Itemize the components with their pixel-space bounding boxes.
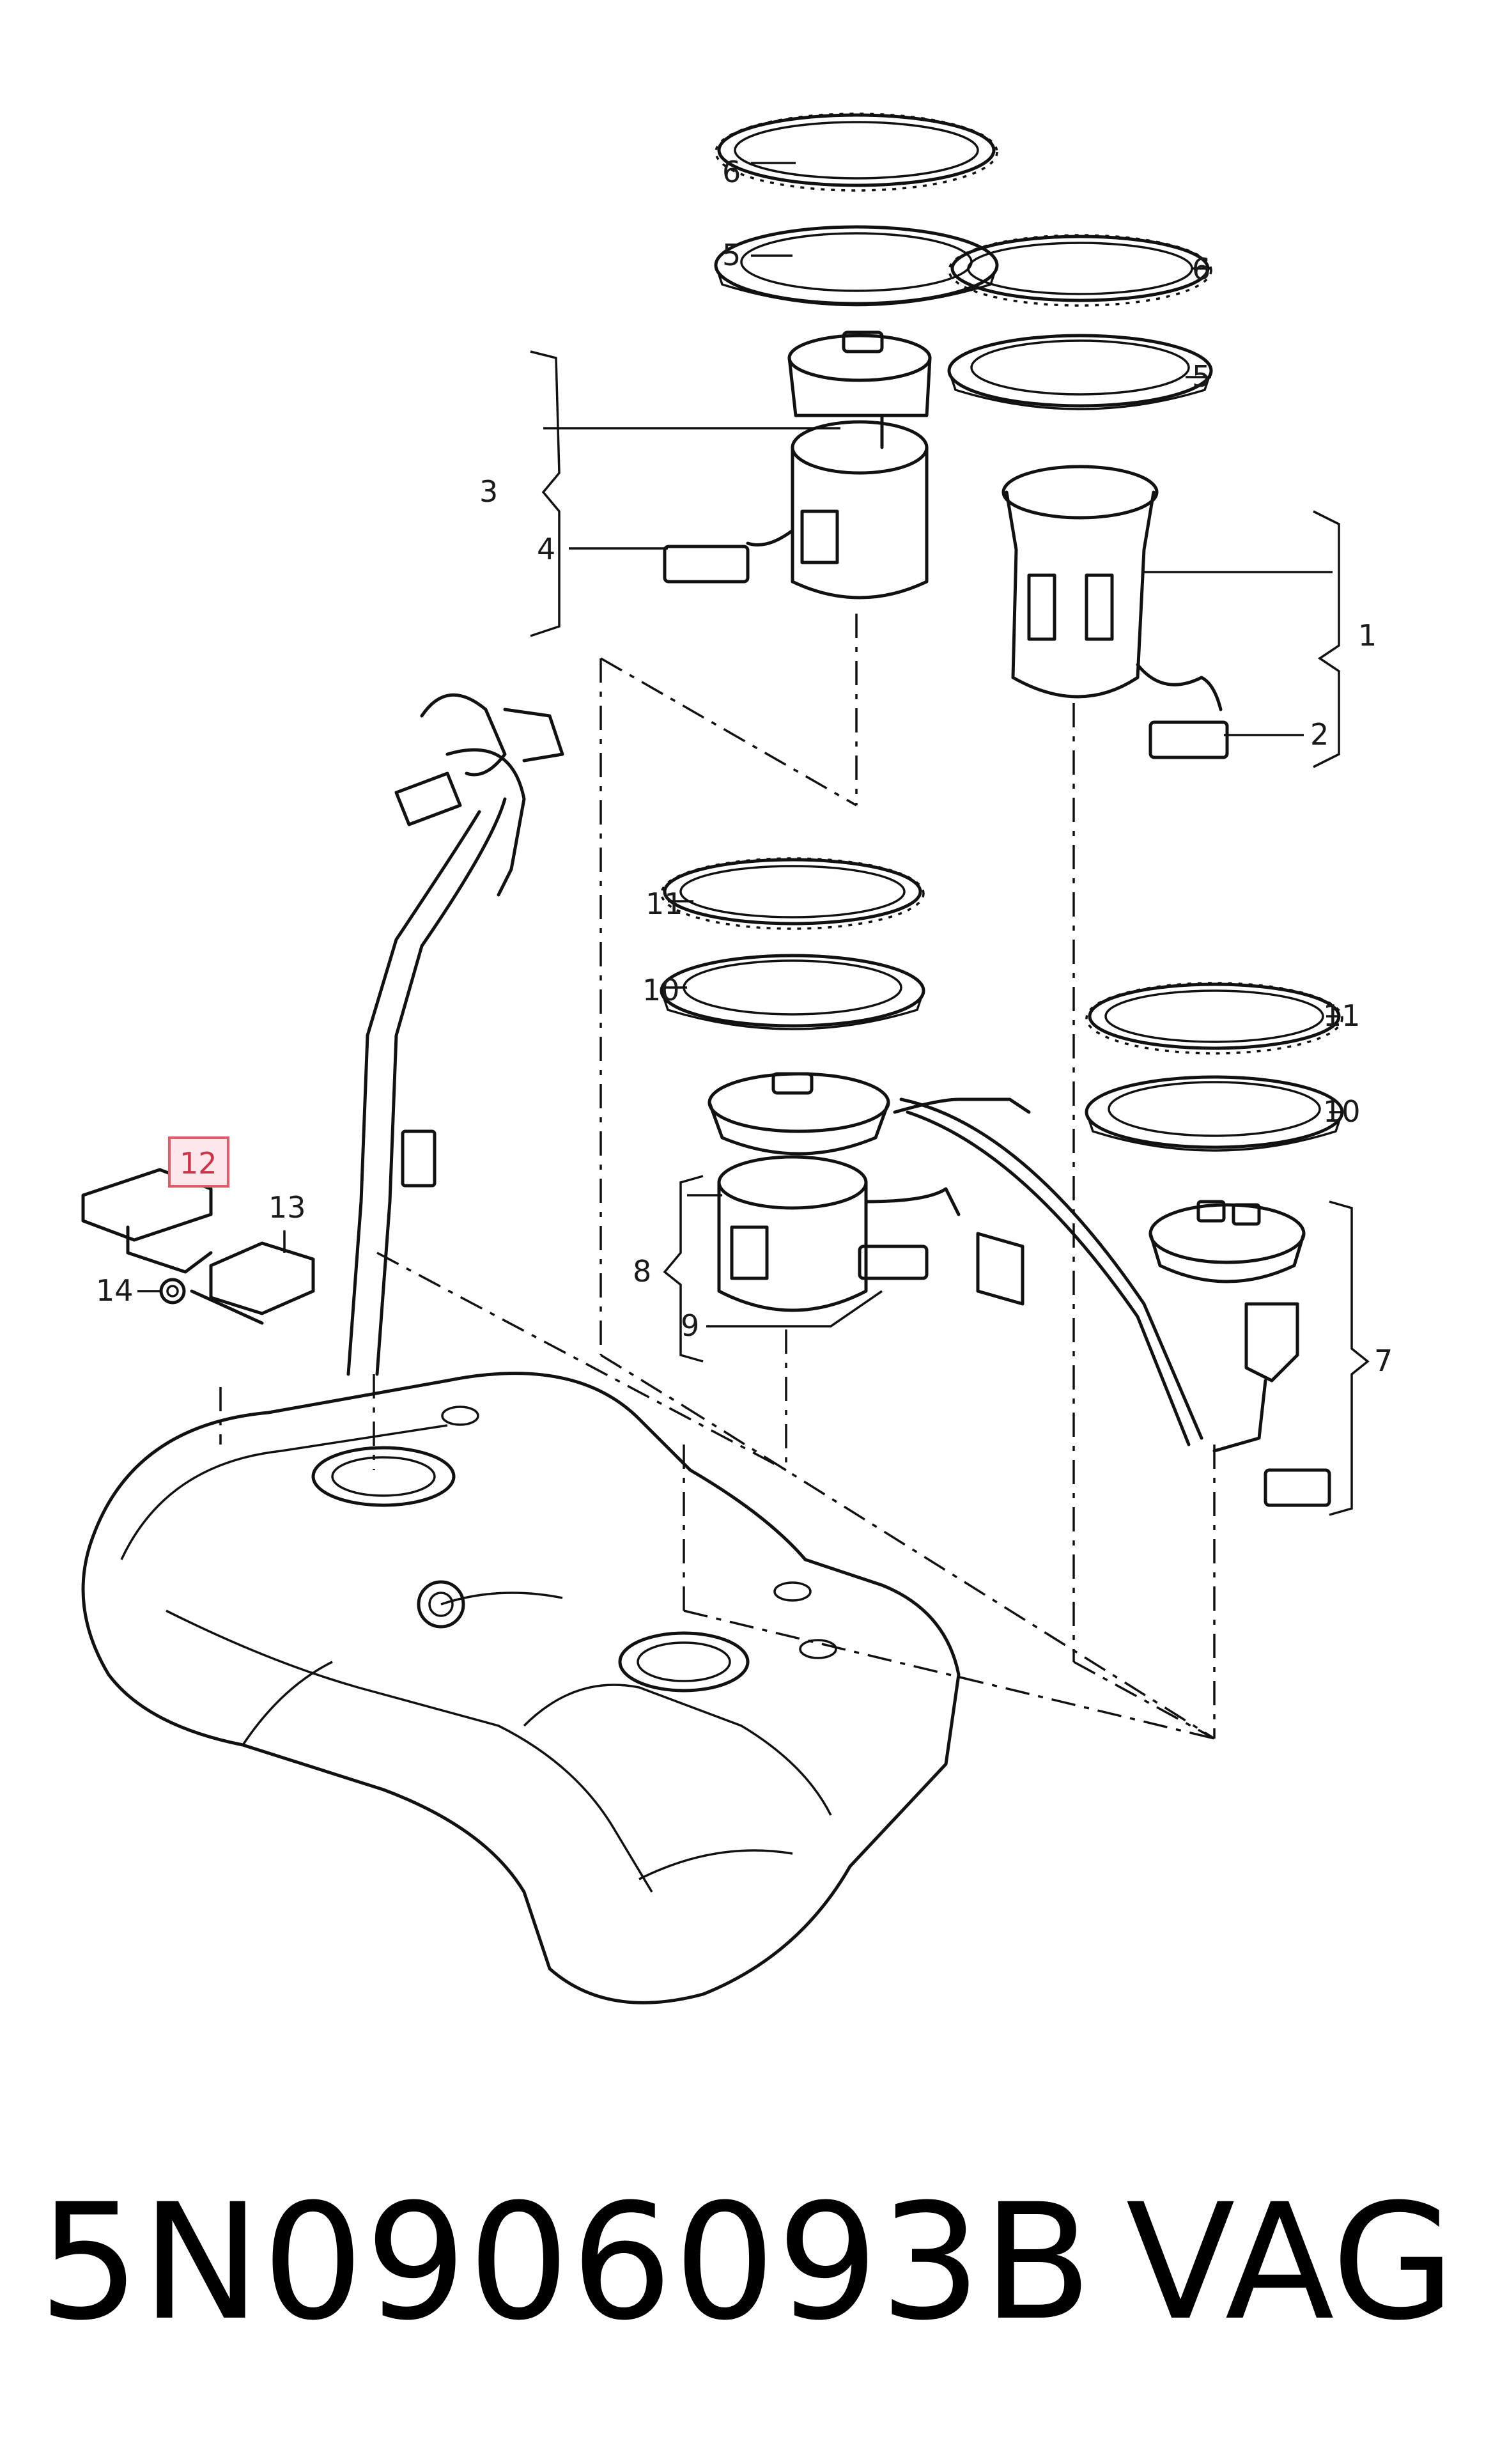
callout-6a: 6 — [722, 155, 741, 189]
highlighted-callout-12[interactable]: 12 — [168, 1136, 229, 1188]
callout-11b: 11 — [1323, 998, 1361, 1033]
bracket-3 — [530, 350, 561, 637]
nut-part-14 — [159, 1278, 186, 1305]
callout-10b: 10 — [1323, 1094, 1361, 1129]
bracket-8 — [663, 1175, 704, 1363]
fuel-pump-assembly-upper-left — [663, 330, 932, 600]
callout-8: 8 — [633, 1254, 651, 1289]
callout-14: 14 — [96, 1273, 134, 1308]
fuel-tank — [81, 1372, 961, 2004]
assembly-guide-lines — [219, 614, 1216, 1740]
callout-11a: 11 — [646, 887, 683, 921]
lock-ring-middle-right — [1085, 982, 1343, 1055]
callout-1: 1 — [1358, 618, 1377, 653]
callout-3: 3 — [479, 474, 498, 509]
fuel-tank-exploded-diagram: 6 5 6 5 3 4 1 2 11 10 11 10 13 14 8 9 7 … — [81, 112, 1393, 2004]
callout-5a: 5 — [722, 238, 741, 272]
seal-upper-left — [714, 225, 999, 307]
seal-middle-left — [660, 954, 925, 1030]
fuel-sender-unit-7 — [899, 1097, 1331, 1507]
part-number: 5N0906093B — [38, 2169, 1094, 2355]
bracket-part-13 — [190, 1241, 315, 1325]
callout-10a: 10 — [642, 973, 680, 1007]
callout-5b: 5 — [1192, 359, 1210, 394]
filler-neck-pipe — [346, 693, 564, 1376]
lock-ring-upper-right — [948, 234, 1212, 307]
callout-labels: 6 5 6 5 3 4 1 2 11 10 11 10 13 14 8 9 7 — [96, 155, 1393, 1378]
leader-9 — [706, 1290, 883, 1328]
footer: 5N0906093B VAG — [0, 2128, 1500, 2397]
callout-2: 2 — [1310, 717, 1329, 752]
callout-7: 7 — [1374, 1344, 1393, 1378]
lock-ring-upper-left — [715, 112, 998, 192]
bracket-1 — [1313, 510, 1340, 768]
lock-ring-middle-left — [660, 857, 925, 930]
seal-upper-right — [947, 334, 1213, 410]
fuel-sender-unit-1 — [1001, 465, 1229, 759]
callout-4: 4 — [537, 532, 555, 566]
callout-13: 13 — [268, 1190, 306, 1225]
callout-12: 12 — [180, 1146, 217, 1181]
callout-6b: 6 — [1192, 252, 1210, 286]
clip-part-12 — [81, 1168, 213, 1274]
callout-9: 9 — [681, 1308, 699, 1343]
brand-name: VAG — [1125, 2169, 1455, 2355]
seal-middle-right — [1085, 1075, 1344, 1152]
fuel-pump-assembly-middle-left — [707, 1072, 1031, 1312]
bracket-7 — [1329, 1200, 1370, 1516]
